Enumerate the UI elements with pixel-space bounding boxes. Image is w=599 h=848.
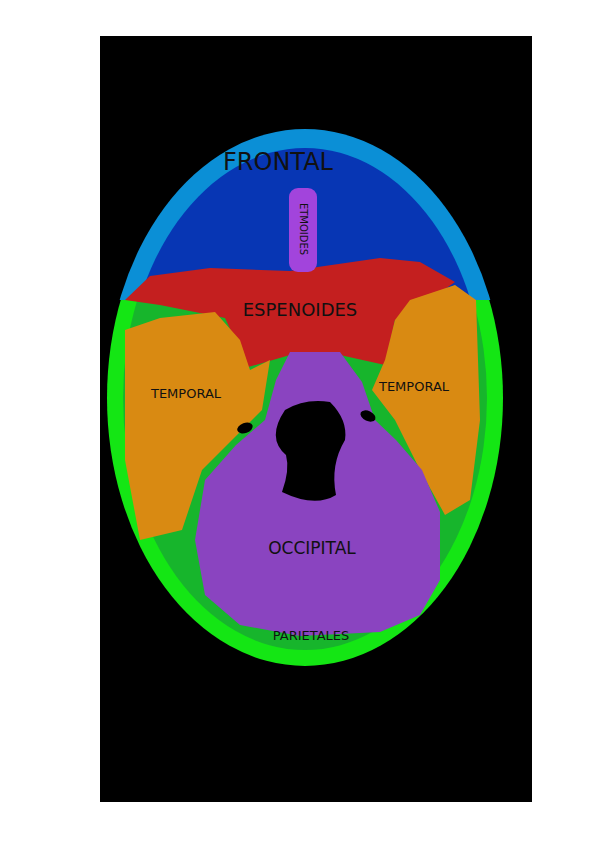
bone-label: ETMOIDES [298,203,308,255]
parietal-inner [123,146,487,650]
bone-label: ESPENOIDES [243,301,358,319]
bone-label: OCCIPITAL [268,540,356,557]
foramen-left [236,421,254,436]
foramen-magnum [276,401,346,501]
bone-label: PARIETALES [273,629,350,642]
parietal-outer-rim [107,130,503,666]
ethmoid-region [289,188,317,272]
bone-label: TEMPORAL [379,380,449,393]
foramen-right [359,408,378,424]
black-background [100,36,532,802]
frontal-inner [125,148,485,300]
bone-label: FRONTAL [223,150,333,174]
frontal-outer-rim [106,129,504,300]
bone-label: TEMPORAL [151,387,221,400]
occipital-region [195,352,440,636]
